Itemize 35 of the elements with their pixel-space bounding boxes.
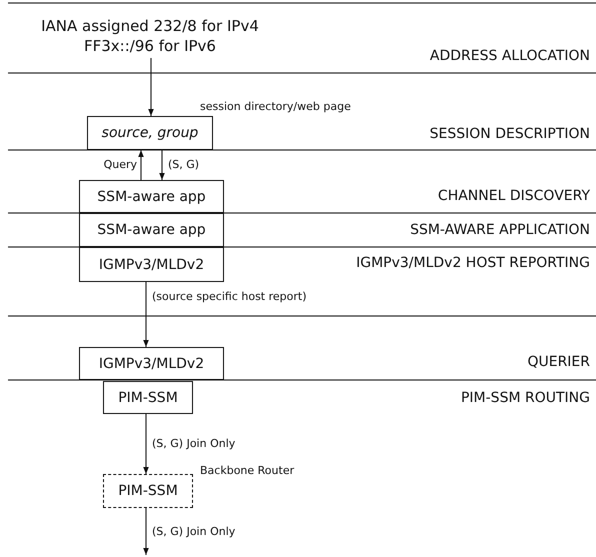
- layer-label: SESSION DESCRIPTION: [430, 126, 590, 142]
- layer-name: SSM-aware app: [97, 188, 206, 204]
- layer-box: [79, 347, 224, 380]
- node-caption: Backbone Router: [200, 464, 294, 477]
- layer-name: SSM-aware app: [97, 222, 206, 238]
- layer-label: PIM-SSM ROUTING: [460, 390, 590, 406]
- layer-label: CHANNEL DISCOVERY: [438, 188, 590, 204]
- edge-label: Query: [102, 158, 138, 171]
- edge-label: (S, G) Join Only: [151, 524, 236, 538]
- layer-box: [79, 213, 224, 247]
- layer-name: IGMPv3/MLDv2: [98, 256, 204, 272]
- arrow: [148, 58, 154, 116]
- layer-name: PIM-SSM: [118, 390, 178, 406]
- arrow: [143, 414, 149, 474]
- arrow: [143, 282, 149, 348]
- layer-label: SSM-AWARE APPLICATION: [410, 222, 590, 238]
- edge-label: (S, G): [167, 158, 200, 171]
- node-caption: session directory/web page: [200, 100, 351, 113]
- edge-label: (S, G) Join Only: [151, 437, 236, 450]
- layer-box: [103, 381, 193, 414]
- address-note: IANA assigned 232/8 for IPv4 FF3x::/96 for IPv6: [40, 16, 260, 56]
- arrow: [138, 150, 144, 180]
- layer-label: ADDRESS ALLOCATION: [430, 48, 590, 64]
- layer-box: [79, 180, 224, 213]
- layer-box: [103, 474, 193, 508]
- arrow: [159, 150, 165, 180]
- layer-label: QUERIER: [527, 354, 590, 370]
- layer-name: source, group: [102, 125, 198, 141]
- layer-name: IGMPv3/MLDv2: [98, 356, 204, 372]
- arrow: [143, 508, 149, 556]
- layer-box: [87, 116, 213, 150]
- edge-label: (source specific host report): [151, 290, 308, 303]
- layer-label: IGMPv3/MLDv2 HOST REPORTING: [356, 255, 590, 271]
- layer-name: PIM-SSM: [118, 483, 178, 499]
- layer-box: [79, 247, 224, 282]
